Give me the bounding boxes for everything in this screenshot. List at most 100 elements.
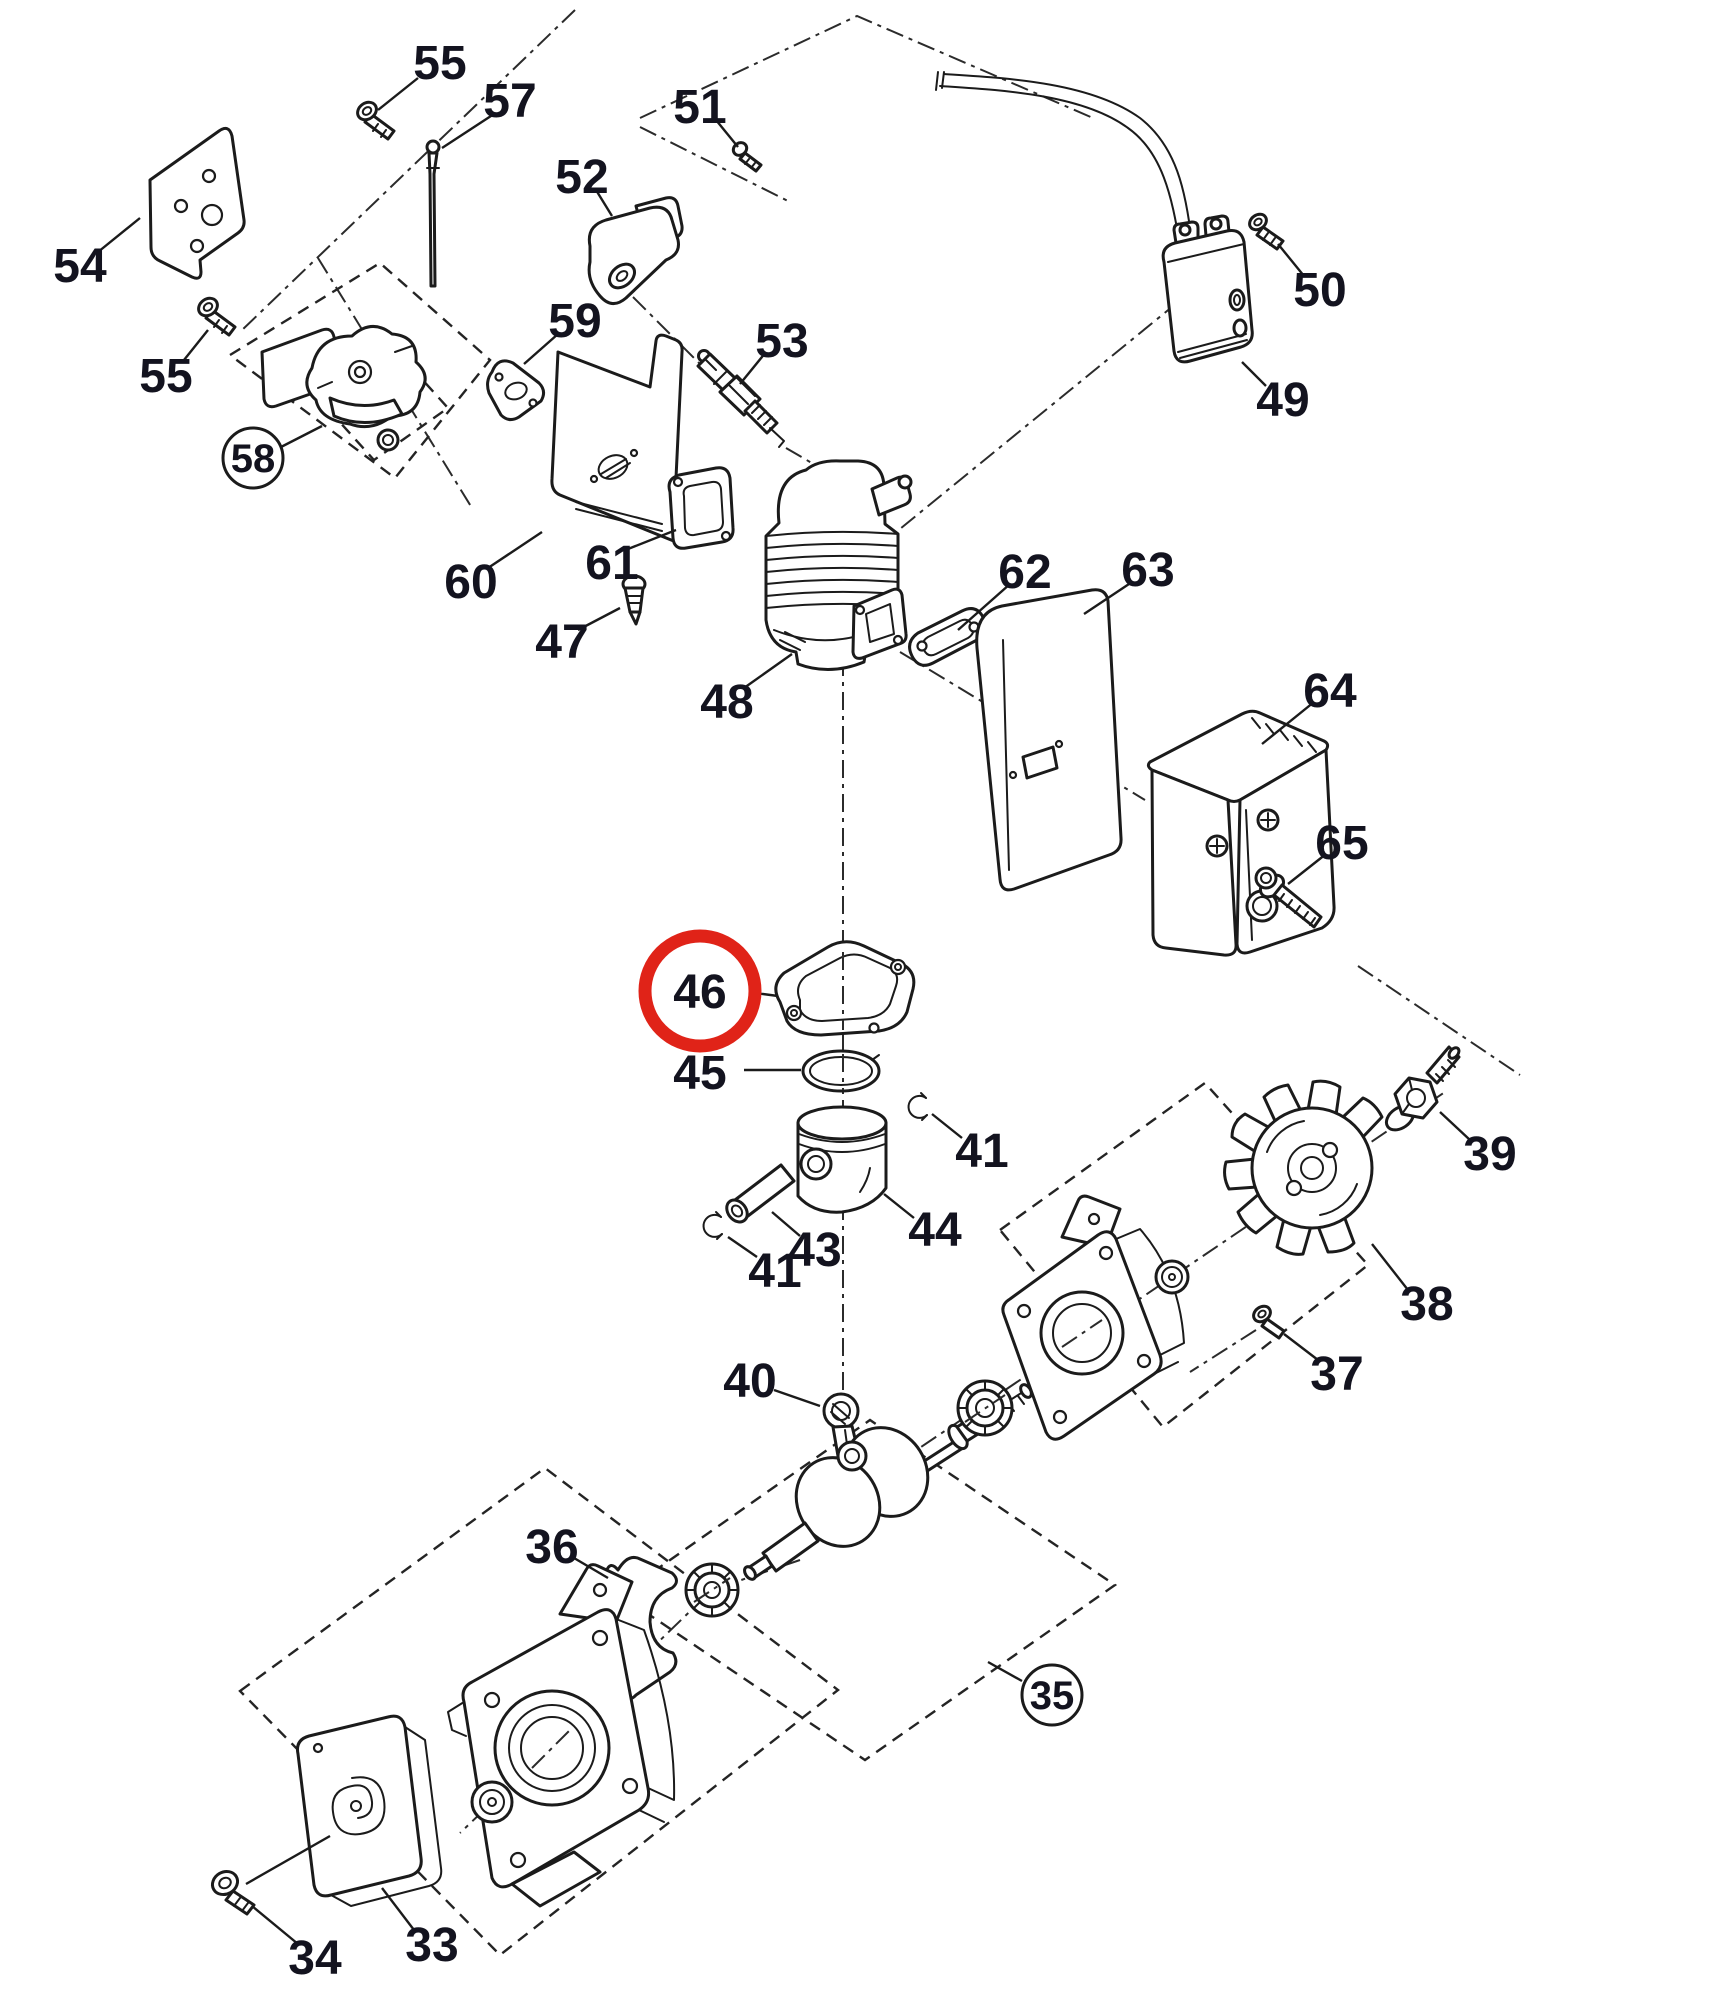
part-number-59: 59 [548, 295, 601, 348]
part-label-41-right: 41 [931, 1113, 1009, 1178]
part-number-37: 37 [1310, 1348, 1363, 1401]
leader-line-52 [594, 189, 614, 217]
leader-line-65 [1287, 853, 1327, 885]
part-main-bearing-left [684, 1562, 740, 1618]
part-number-52: 52 [555, 151, 608, 204]
part-label-61: 61 [585, 528, 677, 590]
leader-line-59 [523, 333, 559, 365]
part-number-55-top: 55 [413, 37, 466, 90]
leader-line-55-top [377, 77, 419, 111]
leader-line-53 [739, 351, 767, 385]
leader-line-47 [577, 606, 621, 632]
part-number-43: 43 [788, 1224, 841, 1277]
part-label-53: 53 [739, 315, 809, 385]
part-60-heat-shield [550, 333, 700, 549]
part-label-47: 47 [535, 606, 621, 669]
part-oil-seal-right [1154, 1259, 1190, 1295]
part-label-63: 63 [1083, 544, 1175, 615]
leader-line-64 [1261, 701, 1315, 745]
part-number-64: 64 [1303, 665, 1357, 718]
leader-line-62 [957, 583, 1011, 631]
part-label-51: 51 [673, 81, 739, 148]
leader-line-57 [441, 112, 495, 150]
leader-line-55-left [183, 329, 209, 361]
part-47-plug [621, 574, 647, 626]
part-label-35: 35 [987, 1660, 1084, 1727]
part-45-piston-ring [801, 1049, 881, 1093]
part-number-51: 51 [673, 81, 726, 134]
part-39-flywheel-nut [1384, 1045, 1461, 1132]
part-59-gasket [486, 359, 546, 422]
part-label-54: 54 [53, 217, 141, 293]
leader-line-54 [97, 217, 141, 253]
part-43-piston-pin [725, 1163, 796, 1224]
part-label-59: 59 [523, 295, 602, 365]
part-number-57: 57 [483, 75, 536, 128]
part-number-36: 36 [525, 1521, 578, 1574]
part-number-47: 47 [535, 616, 588, 669]
leader-line-48 [743, 653, 793, 689]
part-37-screw [1252, 1304, 1286, 1340]
part-61-gasket [667, 466, 735, 550]
part-label-38: 38 [1371, 1243, 1454, 1331]
part-54-plate [148, 126, 246, 280]
part-number-54: 54 [53, 240, 107, 293]
leader-line-44 [883, 1193, 915, 1219]
part-number-45: 45 [673, 1047, 726, 1100]
label-circle-35 [1020, 1663, 1084, 1727]
part-crankcase-right-half [1001, 1194, 1185, 1441]
part-label-45: 45 [673, 1047, 801, 1100]
leader-line-36 [573, 1556, 609, 1580]
part-number-58: 58 [231, 437, 276, 481]
part-number-46: 46 [673, 966, 726, 1019]
leader-line-51 [715, 119, 739, 148]
part-number-40: 40 [723, 1355, 776, 1408]
part-number-41-right: 41 [955, 1125, 1008, 1178]
leader-line-60 [487, 531, 543, 569]
part-49-ignition-coil [935, 71, 1254, 364]
part-41-clip-right [907, 1092, 928, 1121]
part-number-65: 65 [1315, 817, 1368, 870]
part-64-muffler [1146, 709, 1336, 957]
leader-line-40 [773, 1388, 821, 1408]
part-number-34: 34 [288, 1932, 342, 1985]
part-number-50: 50 [1293, 264, 1346, 317]
part-crankcase-left-half [447, 1563, 676, 1908]
part-34-screw [210, 1834, 331, 1916]
part-label-43: 43 [771, 1211, 842, 1277]
part-number-48: 48 [700, 676, 753, 729]
part-label-57: 57 [441, 75, 537, 150]
highlight-circle-46 [638, 929, 762, 1053]
part-number-49: 49 [1256, 374, 1309, 427]
part-number-62: 62 [998, 546, 1051, 599]
part-46-cylinder-gasket-highlighted [774, 940, 916, 1037]
part-label-44: 44 [883, 1193, 962, 1257]
part-38-flywheel [1223, 1079, 1384, 1256]
bearing-box [617, 1418, 1118, 1762]
leader-line-61 [627, 528, 677, 551]
part-number-61: 61 [585, 537, 638, 590]
leader-line-49 [1241, 361, 1267, 387]
part-65-bolt [1254, 866, 1323, 929]
leader-line-50 [1277, 243, 1305, 277]
leader-line-41-right [931, 1113, 963, 1139]
part-58-carburetor-assembly [260, 325, 427, 452]
part-label-34: 34 [251, 1905, 342, 1985]
part-label-65: 65 [1287, 817, 1369, 885]
part-label-60: 60 [444, 531, 543, 609]
part-number-60: 60 [444, 556, 497, 609]
part-label-52: 52 [555, 151, 614, 217]
leader-line-34 [251, 1905, 299, 1945]
centerlines-over [531, 952, 1103, 1769]
part-48-cylinder [764, 459, 913, 672]
leader-line-33 [381, 1887, 415, 1931]
part-label-40: 40 [723, 1355, 821, 1408]
part-label-58: 58 [221, 424, 323, 490]
part-label-49: 49 [1241, 361, 1310, 427]
part-55-screw-top [356, 100, 396, 141]
leader-line-63 [1083, 581, 1133, 615]
part-number-35: 35 [1030, 1674, 1075, 1718]
